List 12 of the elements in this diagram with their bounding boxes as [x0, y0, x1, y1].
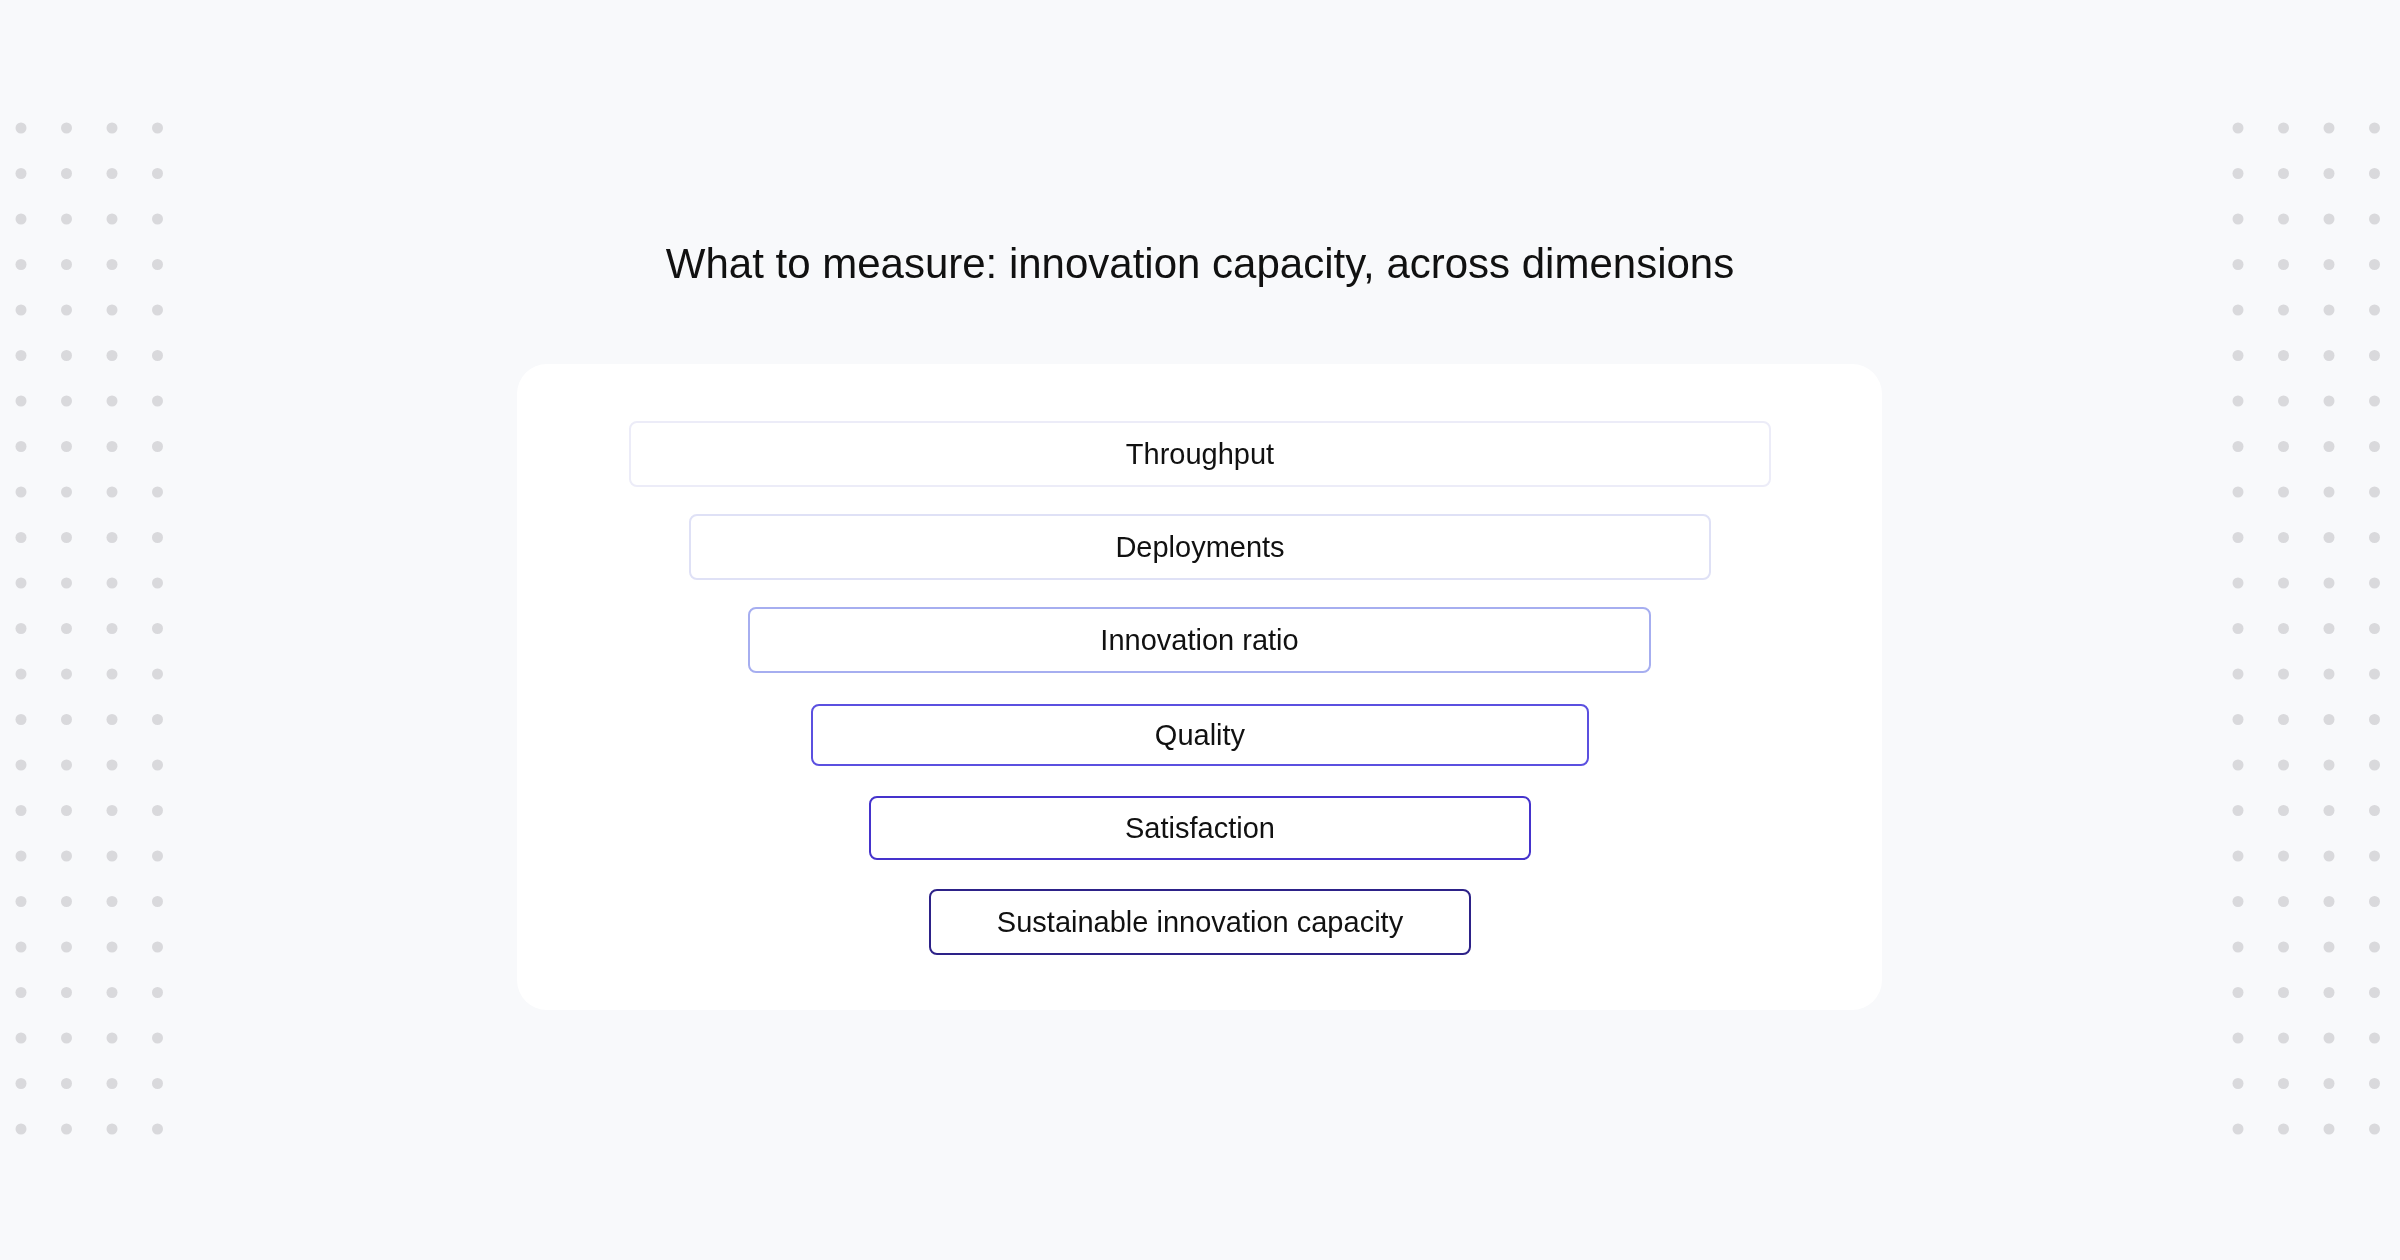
tier-label: Throughput [1125, 437, 1275, 471]
tier-box [811, 704, 1589, 766]
tier-box [689, 514, 1711, 580]
tier-label: Sustainable innovation capacity [996, 905, 1404, 939]
tier-label: Satisfaction [1125, 811, 1275, 845]
title: What to measure: innovation capacity, across dimensions [664, 240, 1736, 288]
tier-label: Quality [1154, 718, 1246, 752]
tier-box [869, 796, 1531, 860]
tier-box [748, 607, 1651, 673]
tier-box [929, 889, 1471, 955]
tier-label: Innovation ratio [1100, 623, 1299, 657]
tier-label: Deployments [1115, 530, 1285, 564]
